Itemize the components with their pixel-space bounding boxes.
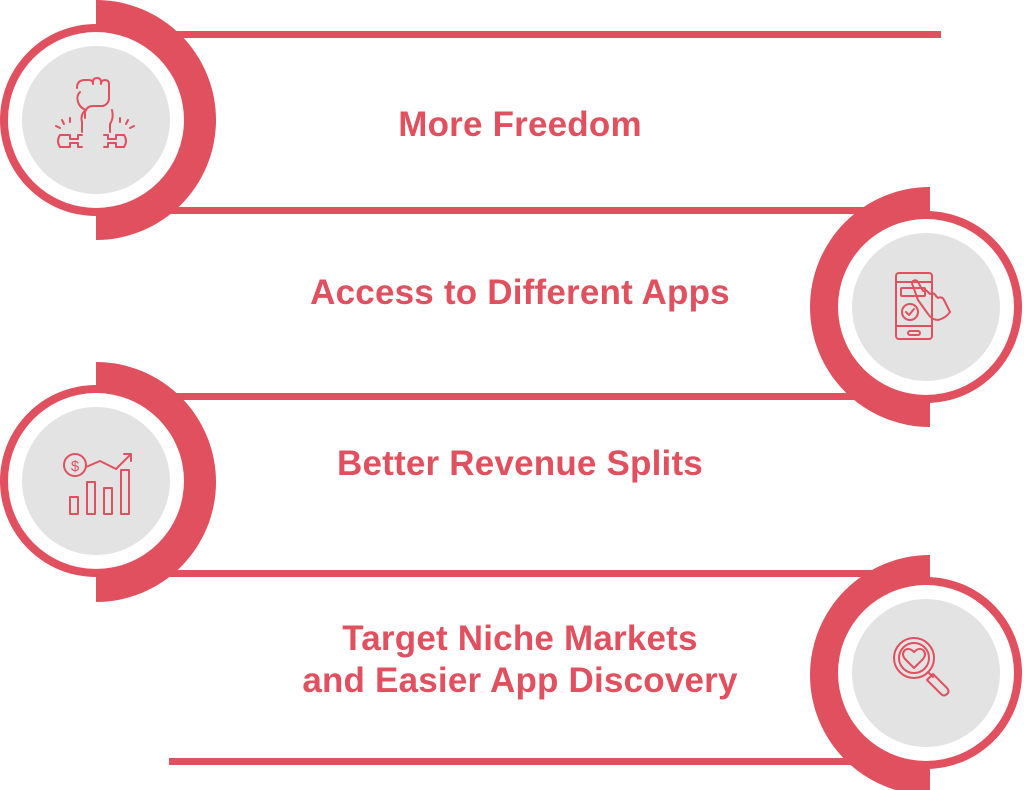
- row-1-icon-circle: [22, 46, 170, 194]
- row-4-top-line-extension: [780, 570, 930, 577]
- row-3-bottom-line: [150, 570, 870, 577]
- item-label-more-freedom: More Freedom: [398, 105, 642, 144]
- row-1-top-line: [150, 31, 941, 38]
- item-label-access-apps: Access to Different Apps: [310, 273, 730, 312]
- row-3-icon-circle: [22, 407, 170, 555]
- row-2-bottom-line: [170, 393, 930, 400]
- phone-touch-check-icon: [895, 272, 951, 340]
- row-2-frame: [170, 187, 1022, 427]
- row-1-bottom-line: [150, 207, 870, 214]
- broken-chain-fist-icon: [55, 77, 135, 148]
- row-4-frame: [169, 555, 1022, 790]
- row-1-frame: [0, 0, 941, 240]
- row-3-frame: $: [0, 362, 870, 602]
- revenue-growth-chart-icon: $: [63, 453, 132, 515]
- heart-magnifier-icon: [893, 637, 950, 697]
- row-4-bottom-line: [169, 758, 869, 765]
- item-label-revenue-splits: Better Revenue Splits: [337, 444, 703, 483]
- row-2-icon-circle: [852, 233, 1000, 381]
- svg-text:$: $: [71, 458, 80, 475]
- item-label-niche-markets: Target Niche Markets and Easier App Disc…: [170, 618, 870, 702]
- item-label-niche-markets-line-2: and Easier App Discovery: [302, 661, 738, 700]
- item-label-niche-markets-line-1: Target Niche Markets: [342, 619, 698, 658]
- row-2-top-line-extension: [780, 207, 930, 214]
